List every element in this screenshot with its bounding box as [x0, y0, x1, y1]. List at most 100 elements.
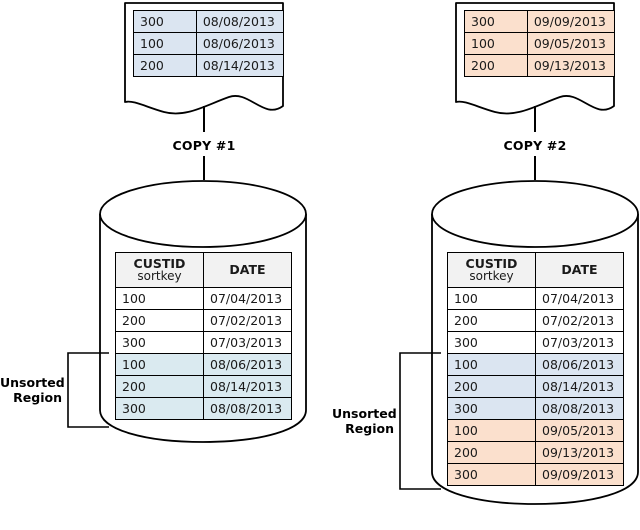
cell-date: 09/09/2013	[526, 10, 616, 33]
cell-custid: 100	[115, 287, 204, 310]
header-custid-sub: sortkey	[137, 269, 182, 284]
cell-date: 08/06/2013	[203, 353, 292, 376]
copy2-table-body: 300 09/09/2013 100 09/05/2013 200 09/13/…	[464, 10, 616, 77]
table-row: 100 09/05/2013	[464, 32, 616, 55]
db-right-cylinder: CUSTID sortkey DATE 100 07/04/2013	[430, 178, 640, 508]
cell-custid: 100	[133, 32, 197, 55]
table-row: 200 08/14/2013	[447, 375, 624, 398]
table-header-row: CUSTID sortkey DATE	[115, 252, 292, 288]
cell-date: 08/14/2013	[535, 375, 624, 398]
cell-custid: 200	[447, 375, 536, 398]
table-header-row: CUSTID sortkey DATE	[447, 252, 624, 288]
table-row: 200 08/14/2013	[115, 375, 292, 398]
cell-date: 07/03/2013	[535, 331, 624, 354]
cell-custid: 100	[447, 353, 536, 376]
header-custid-main: CUSTID	[465, 256, 518, 272]
copy2-label: COPY #2	[503, 138, 567, 153]
header-custid: CUSTID sortkey	[115, 252, 204, 288]
cell-custid: 300	[115, 331, 204, 354]
cell-date: 09/05/2013	[535, 419, 624, 442]
cell-custid: 300	[133, 10, 197, 33]
copy2-document: 300 09/09/2013 100 09/05/2013 200 09/13/…	[455, 2, 616, 120]
cell-custid: 100	[464, 32, 528, 55]
cell-custid: 200	[447, 309, 536, 332]
db-right-table: CUSTID sortkey DATE 100 07/04/2013	[447, 252, 624, 486]
header-custid: CUSTID sortkey	[447, 252, 536, 288]
cell-date: 08/08/2013	[203, 397, 292, 420]
cell-date: 08/06/2013	[195, 32, 285, 55]
cell-custid: 300	[447, 397, 536, 420]
cell-date: 08/14/2013	[195, 54, 285, 77]
cell-custid: 100	[115, 353, 204, 376]
table-row: 100 07/04/2013	[447, 287, 624, 310]
header-date-main: DATE	[561, 262, 598, 278]
unsorted-label-line2: Region	[345, 421, 394, 436]
table-row: 300 08/08/2013	[447, 397, 624, 420]
cell-custid: 300	[115, 397, 204, 420]
header-date-main: DATE	[229, 262, 266, 278]
cell-date: 09/13/2013	[526, 54, 616, 77]
db-right-unsorted-bracket	[399, 352, 441, 490]
copy2-connector-upper	[534, 106, 536, 132]
db-left-unsorted-region-label: Unsorted Region	[0, 375, 65, 405]
cell-date: 09/09/2013	[535, 463, 624, 486]
header-date: DATE	[203, 252, 292, 288]
table-row: 100 08/06/2013	[115, 353, 292, 376]
table-row: 100 08/06/2013	[447, 353, 624, 376]
copy1-connector-lower	[203, 156, 205, 180]
db-left-table: CUSTID sortkey DATE 100 07/04/2013	[115, 252, 292, 420]
cell-custid: 100	[447, 419, 536, 442]
unsorted-label-line2: Region	[13, 390, 62, 405]
copy1-table-container: 300 08/08/2013 100 08/06/2013 200 08/14/…	[133, 10, 285, 77]
cell-date: 08/14/2013	[203, 375, 292, 398]
copy2-connector-lower	[534, 156, 536, 180]
db-left-unsorted-bracket	[67, 352, 109, 428]
cell-date: 09/05/2013	[526, 32, 616, 55]
db-right-unsorted-region-label: Unsorted Region	[332, 406, 397, 436]
db-right-table-body: 100 07/04/2013 200 07/02/2013 300 07/03/…	[447, 287, 624, 486]
cell-custid: 200	[133, 54, 197, 77]
table-row: 300 07/03/2013	[115, 331, 292, 354]
table-row: 300 08/08/2013	[133, 10, 285, 33]
copy2-table: 300 09/09/2013 100 09/05/2013 200 09/13/…	[464, 10, 616, 77]
copy2-table-container: 300 09/09/2013 100 09/05/2013 200 09/13/…	[464, 10, 616, 77]
db-left-table-container: CUSTID sortkey DATE 100 07/04/2013	[115, 252, 292, 420]
table-row: 300 09/09/2013	[447, 463, 624, 486]
table-row: 200 07/02/2013	[115, 309, 292, 332]
cell-date: 08/08/2013	[195, 10, 285, 33]
table-row: 200 07/02/2013	[447, 309, 624, 332]
unsorted-label-line1: Unsorted	[0, 375, 65, 390]
cell-date: 07/03/2013	[203, 331, 292, 354]
cell-custid: 200	[115, 309, 204, 332]
cell-custid: 200	[464, 54, 528, 77]
header-custid-main: CUSTID	[133, 256, 186, 272]
cell-date: 07/02/2013	[203, 309, 292, 332]
cell-date: 07/04/2013	[203, 287, 292, 310]
db-left-table-body: 100 07/04/2013 200 07/02/2013 300 07/03/…	[115, 287, 292, 420]
unsorted-label-line1: Unsorted	[332, 406, 397, 421]
header-date: DATE	[535, 252, 624, 288]
table-row: 300 08/08/2013	[115, 397, 292, 420]
cell-date: 08/08/2013	[535, 397, 624, 420]
db-left-table-head: CUSTID sortkey DATE	[115, 252, 292, 288]
copy1-table-body: 300 08/08/2013 100 08/06/2013 200 08/14/…	[133, 10, 285, 77]
cell-date: 09/13/2013	[535, 441, 624, 464]
cell-custid: 200	[115, 375, 204, 398]
table-row: 200 09/13/2013	[447, 441, 624, 464]
cell-date: 07/02/2013	[535, 309, 624, 332]
db-right-table-container: CUSTID sortkey DATE 100 07/04/2013	[447, 252, 624, 486]
table-row: 200 09/13/2013	[464, 54, 616, 77]
header-custid-sub: sortkey	[469, 269, 514, 284]
table-row: 200 08/14/2013	[133, 54, 285, 77]
cell-date: 07/04/2013	[535, 287, 624, 310]
copy1-connector-upper	[203, 106, 205, 132]
table-row: 300 09/09/2013	[464, 10, 616, 33]
copy1-table: 300 08/08/2013 100 08/06/2013 200 08/14/…	[133, 10, 285, 77]
db-left-cylinder: CUSTID sortkey DATE 100 07/04/2013	[98, 178, 308, 446]
table-row: 300 07/03/2013	[447, 331, 624, 354]
cell-custid: 300	[464, 10, 528, 33]
cell-custid: 100	[447, 287, 536, 310]
db-right-table-head: CUSTID sortkey DATE	[447, 252, 624, 288]
copy1-document: 300 08/08/2013 100 08/06/2013 200 08/14/…	[124, 2, 285, 120]
